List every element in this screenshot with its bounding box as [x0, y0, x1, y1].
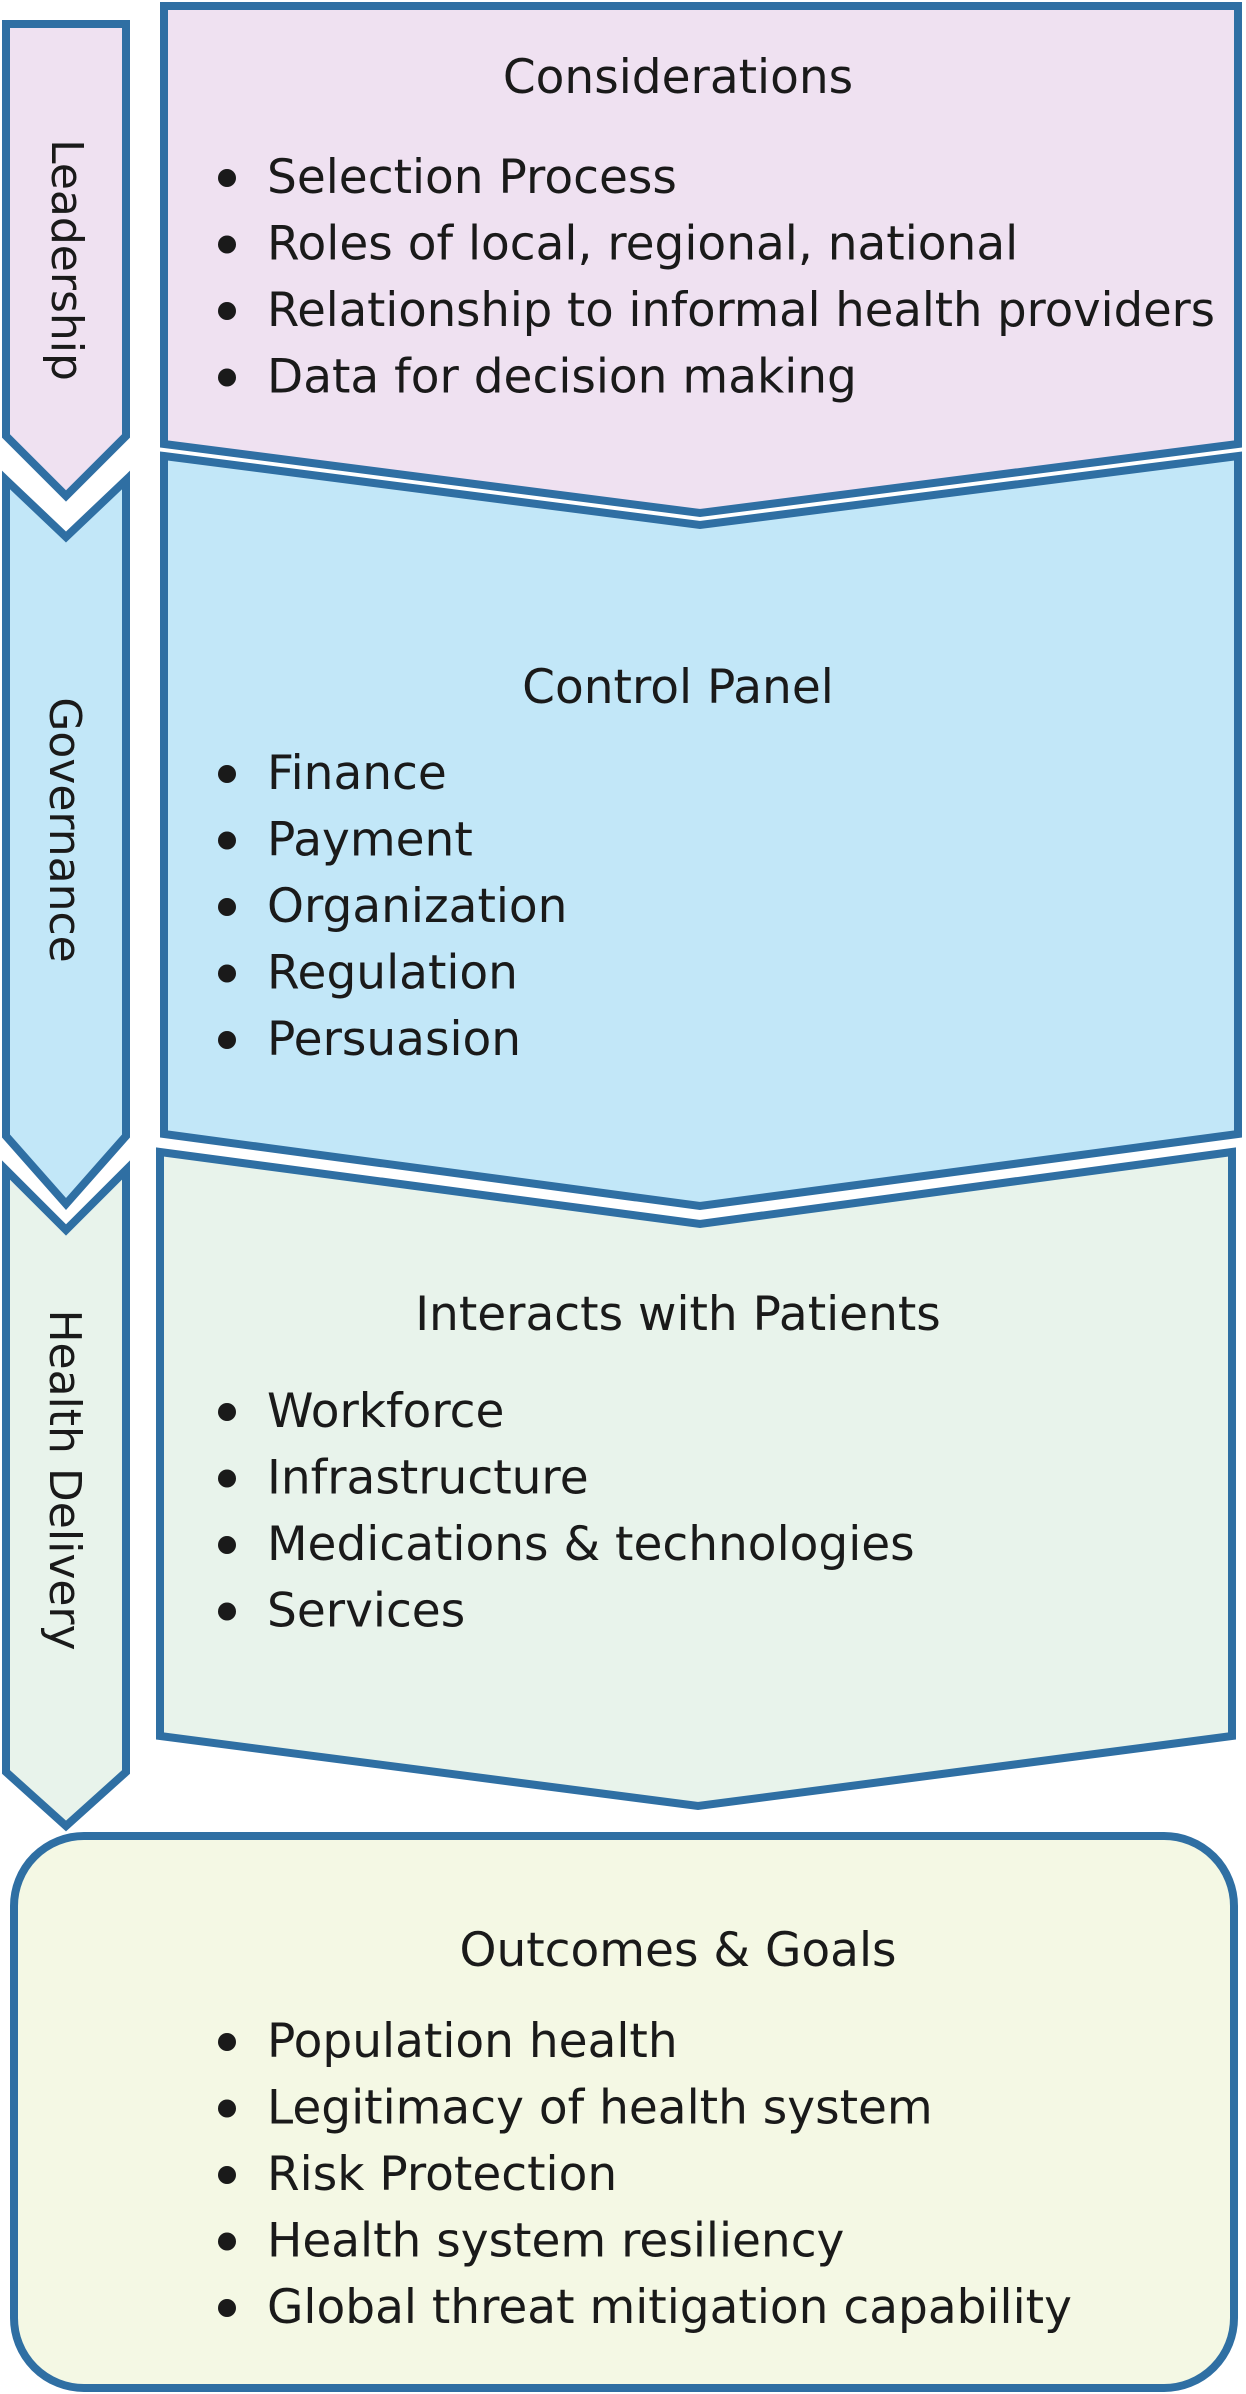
outcomes-item: Health system resiliency [267, 2214, 844, 2269]
leadership-arrow [2, 20, 130, 502]
outcomes-bullet-icon [218, 2033, 236, 2051]
outcomes-item: Risk Protection [267, 2147, 617, 2202]
control-panel-item: Organization [267, 879, 567, 934]
control-panel-list: FinancePaymentOrganizationRegulationPers… [218, 746, 567, 1067]
control-panel-bullet-icon [218, 765, 236, 783]
health-delivery-arrow [2, 1160, 130, 1832]
considerations-item: Selection Process [267, 150, 677, 205]
leadership-label: Leadership [41, 139, 92, 381]
considerations-title: Considerations [503, 50, 853, 105]
governance-arrow [1, 470, 130, 1211]
considerations-bullet-icon [218, 169, 236, 187]
patients-box: Interacts with Patients WorkforceInfrast… [156, 1147, 1236, 1811]
considerations-bullet-icon [218, 368, 236, 387]
outcomes-title: Outcomes & Goals [459, 1923, 896, 1978]
control-panel-bullet-icon [218, 964, 236, 983]
control-panel-item: Finance [267, 746, 447, 801]
patients-item: Infrastructure [267, 1451, 589, 1506]
outcomes-bullet-icon [218, 2099, 236, 2118]
outcomes-item: Population health [267, 2014, 678, 2069]
control-panel-box: Control Panel FinancePaymentOrganization… [160, 451, 1242, 1211]
considerations-item: Roles of local, regional, national [267, 217, 1018, 272]
patients-title: Interacts with Patients [415, 1287, 941, 1342]
outcomes-box: Outcomes & Goals Population healthLegiti… [10, 1832, 1238, 2392]
control-panel-bullet-icon [218, 898, 236, 916]
control-panel-item: Persuasion [267, 1012, 521, 1067]
patients-item: Services [267, 1584, 465, 1639]
control-panel-title: Control Panel [522, 660, 834, 715]
side-arrows: Leadership Governance Health Delivery [1, 20, 130, 1832]
patients-bullet-icon [218, 1403, 236, 1421]
patients-bullet-icon [218, 1469, 236, 1488]
control-panel-bullet-icon [218, 1031, 236, 1049]
patients-item: Workforce [267, 1384, 504, 1439]
patients-shape [156, 1147, 1236, 1811]
patients-bullet-icon [218, 1602, 236, 1621]
considerations-item: Data for decision making [267, 350, 857, 405]
considerations-shape [160, 2, 1242, 518]
health-delivery-label: Health Delivery [39, 1309, 90, 1650]
considerations-item: Relationship to informal health provider… [267, 283, 1215, 338]
control-panel-item: Regulation [267, 946, 518, 1001]
control-panel-item: Payment [267, 813, 473, 868]
patients-item: Medications & technologies [267, 1517, 915, 1572]
governance-label: Governance [39, 697, 90, 962]
outcomes-bullet-icon [218, 2166, 236, 2184]
outcomes-item: Global threat mitigation capability [267, 2280, 1072, 2335]
considerations-bullet-icon [218, 302, 236, 320]
outcomes-item: Legitimacy of health system [267, 2081, 933, 2136]
control-panel-bullet-icon [218, 831, 236, 850]
considerations-bullet-icon [218, 235, 236, 254]
outcomes-shape [10, 1832, 1238, 2392]
outcomes-bullet-icon [218, 2232, 236, 2251]
outcomes-bullet-icon [218, 2299, 236, 2317]
patients-bullet-icon [218, 1536, 236, 1554]
control-panel-shape [160, 451, 1242, 1211]
